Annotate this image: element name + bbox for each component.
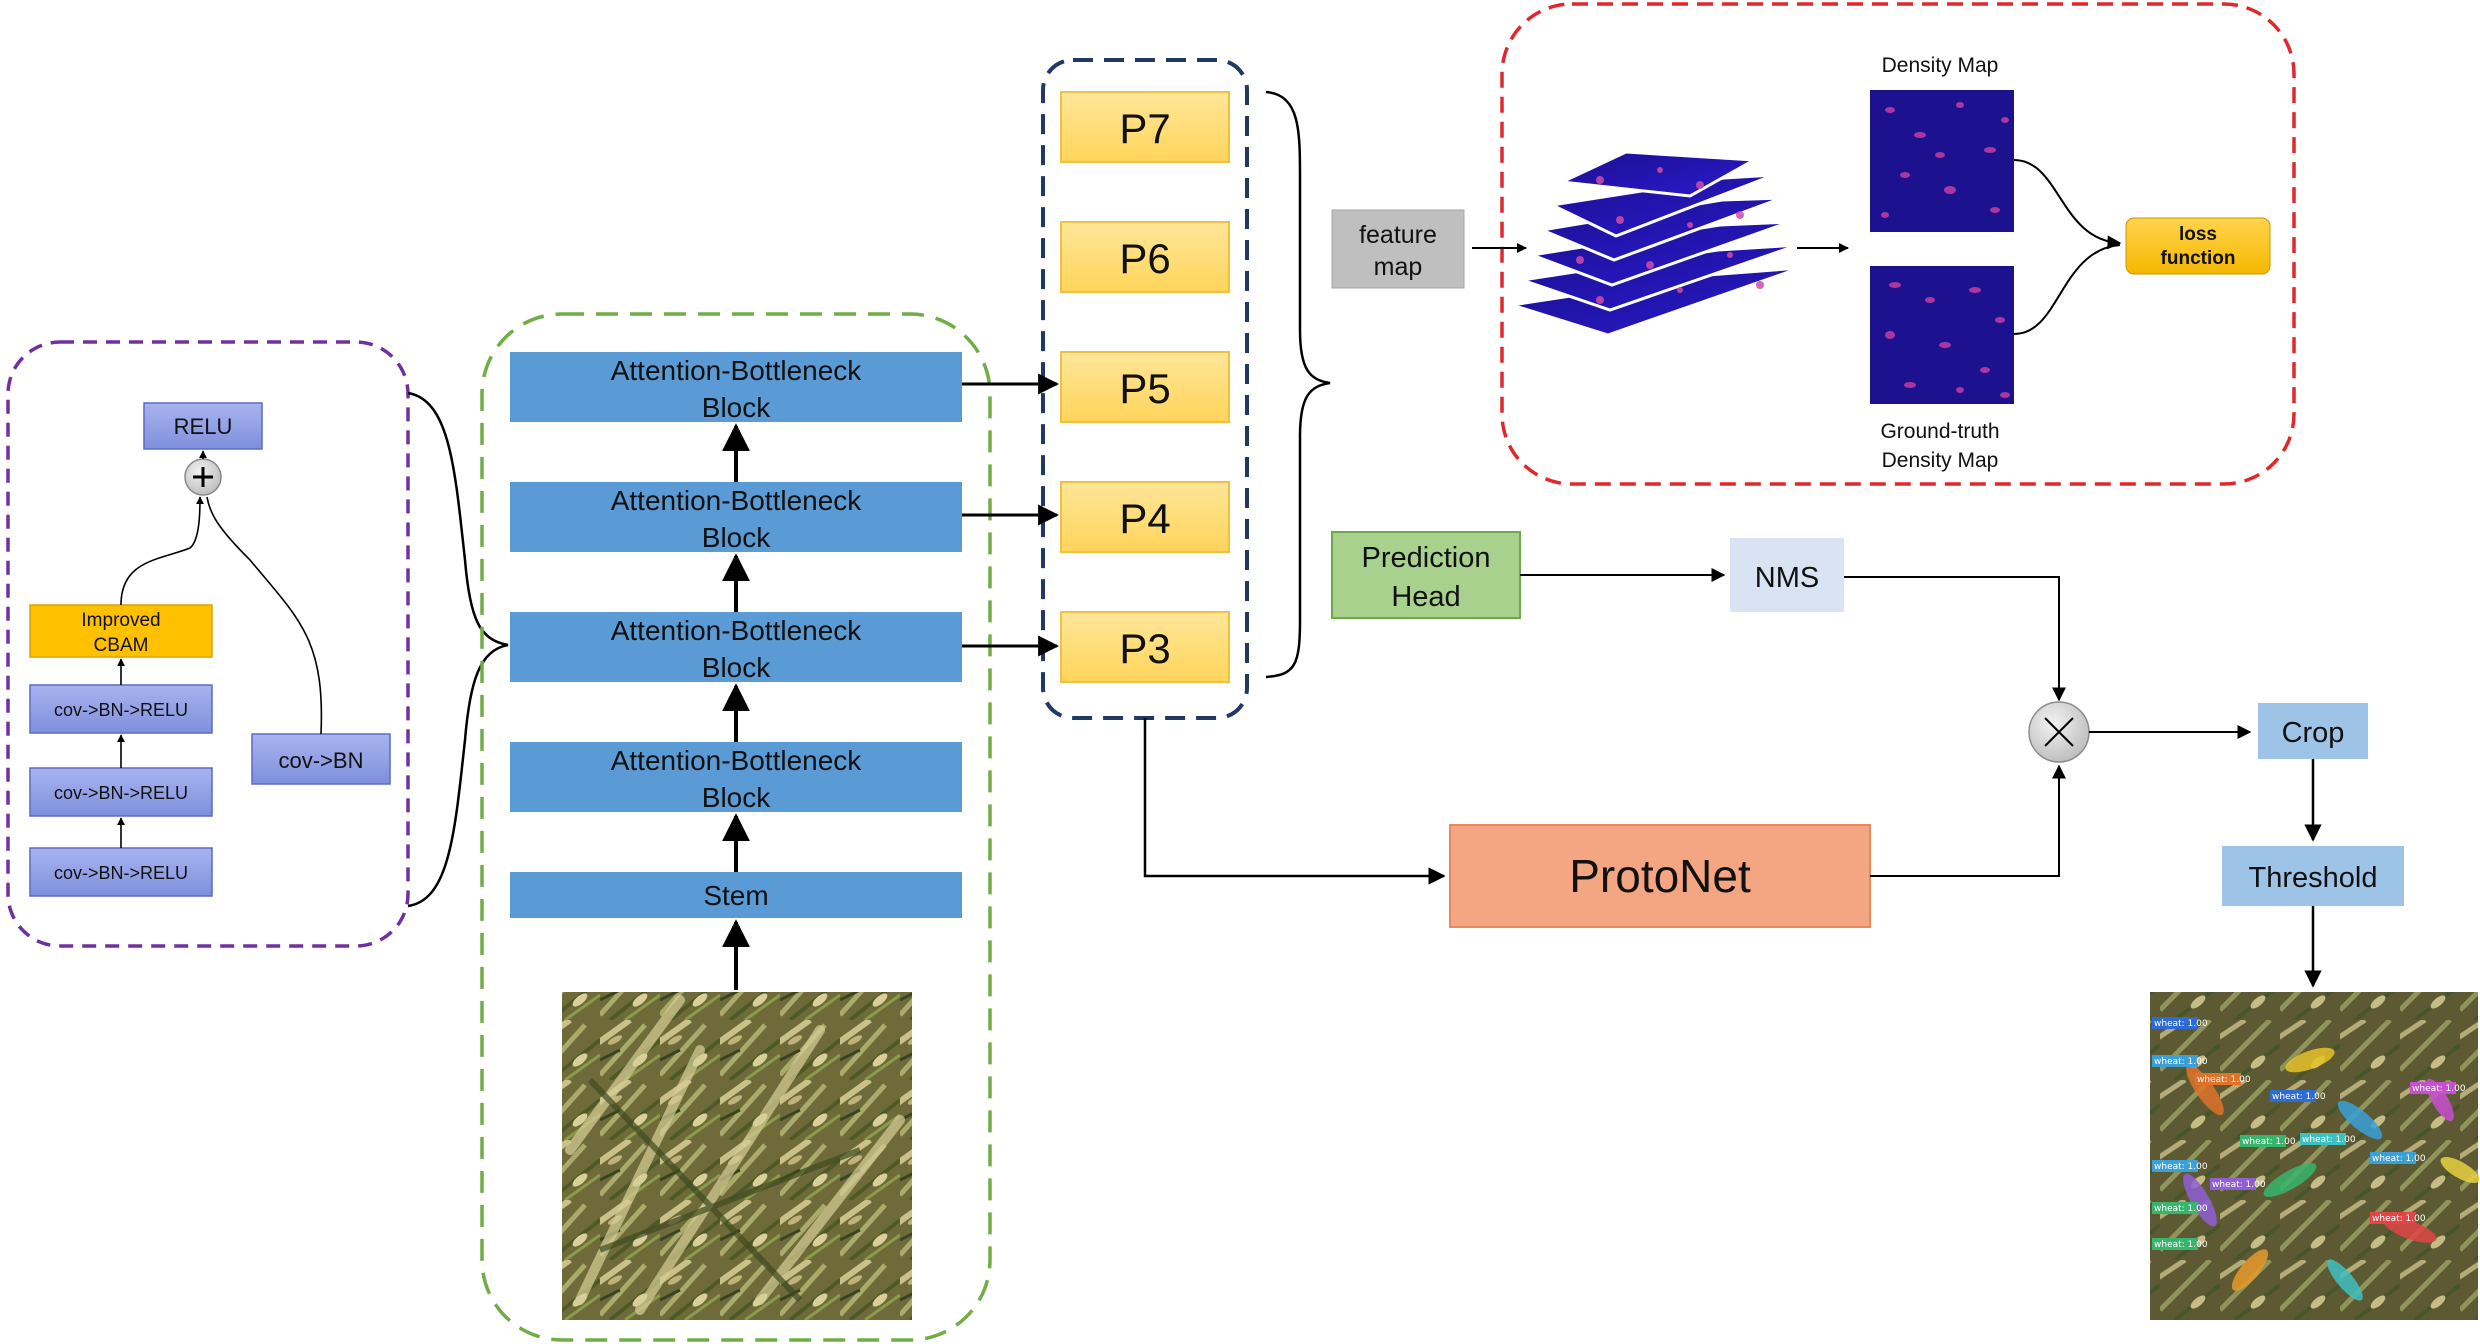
- pyramid-level-p7: P7: [1060, 91, 1230, 163]
- crop-box: Crop: [2258, 703, 2368, 759]
- pyramid-to-protonet-arrow: [1143, 718, 1446, 885]
- cbam-label-line2: CBAM: [94, 635, 149, 656]
- stem-block: Stem: [510, 872, 962, 918]
- block-label-line1: Attention-Bottleneck: [611, 355, 863, 386]
- detection-tag: wheat: 1.00: [2154, 1162, 2208, 1172]
- p3-label: P3: [1119, 625, 1170, 672]
- ground-truth-label-line1: Ground-truth: [1880, 420, 1999, 443]
- attention-bottleneck-block-3: Attention-Bottleneck Block: [510, 482, 962, 553]
- detection-tag: wheat: 1.00: [2212, 1180, 2266, 1190]
- conv-bn-box: cov->BN: [251, 733, 391, 785]
- conv-bn-relu-label: cov->BN->RELU: [54, 700, 188, 720]
- detection-tag: wheat: 1.00: [2154, 1057, 2208, 1067]
- loss-function-box: loss function: [2125, 217, 2271, 275]
- p7-label: P7: [1119, 105, 1170, 152]
- p5-label: P5: [1119, 365, 1170, 412]
- crop-label: Crop: [2282, 717, 2345, 749]
- input-wheat-image: [562, 992, 912, 1320]
- threshold-label: Threshold: [2249, 862, 2378, 894]
- protonet-box: ProtoNet: [1449, 824, 1871, 928]
- detection-tag: wheat: 1.00: [2302, 1135, 2356, 1145]
- block-label-line2: Block: [702, 522, 771, 553]
- feature-map-line1: feature: [1359, 221, 1437, 249]
- density-to-loss-curve: [2013, 159, 2122, 250]
- stem-label: Stem: [703, 880, 768, 911]
- block-label-line1: Attention-Bottleneck: [611, 615, 863, 646]
- pyramid-level-p4: P4: [1060, 481, 1230, 553]
- nms-label: NMS: [1755, 562, 1819, 594]
- threshold-box: Threshold: [2222, 846, 2404, 906]
- shortcut-to-add-curve: [206, 496, 323, 735]
- detection-tag: wheat: 1.00: [2154, 1019, 2208, 1029]
- detection-tag: wheat: 1.00: [2242, 1137, 2296, 1147]
- nms-box: NMS: [1730, 538, 1844, 612]
- conv-bn-label: cov->BN: [279, 748, 364, 773]
- conv-bn-relu-box-middle: cov->BN->RELU: [29, 767, 213, 817]
- attention-bottleneck-block-2: Attention-Bottleneck Block: [510, 612, 962, 683]
- ground-truth-label-line2: Density Map: [1882, 449, 1999, 472]
- density-map-image: [1870, 90, 2014, 232]
- attention-bottleneck-block-1: Attention-Bottleneck Block: [510, 742, 962, 813]
- cbam-to-add-curve: [120, 496, 204, 606]
- protonet-to-multiply-arrow: [1870, 764, 2066, 877]
- detection-tag: wheat: 1.00: [2372, 1154, 2426, 1164]
- multiply-node-icon: [2028, 701, 2090, 763]
- conv-bn-relu-box-top: cov->BN->RELU: [29, 684, 213, 734]
- block-label-line1: Attention-Bottleneck: [611, 745, 863, 776]
- prediction-head-line1: Prediction: [1362, 542, 1491, 574]
- protonet-label: ProtoNet: [1569, 850, 1751, 902]
- residual-brace: [407, 391, 509, 908]
- detection-tag: wheat: 1.00: [2197, 1075, 2251, 1085]
- relu-box: RELU: [143, 402, 263, 450]
- pyramid-brace: [1265, 90, 1331, 679]
- add-node-icon: [184, 458, 222, 496]
- backbone-frame: [480, 312, 992, 1342]
- ground-truth-to-loss-curve: [2013, 244, 2121, 335]
- conv-bn-relu-label: cov->BN->RELU: [54, 863, 188, 883]
- block-label-line2: Block: [702, 652, 771, 683]
- density-branch-frame: [1500, 2, 2296, 486]
- feature-map-box: feature map: [1331, 209, 1465, 289]
- p4-label: P4: [1119, 495, 1170, 542]
- detection-tag: wheat: 1.00: [2412, 1084, 2466, 1094]
- output-detection-image: wheat: 1.00 wheat: 1.00 wheat: 1.00 whea…: [2150, 992, 2480, 1320]
- feature-map-line2: map: [1374, 253, 1423, 281]
- pyramid-level-p6: P6: [1060, 221, 1230, 293]
- loss-label-line2: function: [2161, 248, 2236, 269]
- detection-tag: wheat: 1.00: [2372, 1214, 2426, 1224]
- detection-tag: wheat: 1.00: [2154, 1204, 2208, 1214]
- residual-block-frame: [6, 340, 410, 948]
- pyramid-level-p5: P5: [1060, 351, 1230, 423]
- p6-label: P6: [1119, 235, 1170, 282]
- conv-bn-relu-label: cov->BN->RELU: [54, 783, 188, 803]
- ground-truth-density-map-image: [1870, 266, 2014, 404]
- nms-to-multiply-arrow: [1844, 576, 2066, 702]
- detection-tag: wheat: 1.00: [2272, 1092, 2326, 1102]
- pyramid-level-p3: P3: [1060, 611, 1230, 683]
- attention-bottleneck-block-4: Attention-Bottleneck Block: [510, 352, 962, 423]
- loss-label-line1: loss: [2179, 224, 2217, 245]
- block-label-line1: Attention-Bottleneck: [611, 485, 863, 516]
- density-stack-icon: [1511, 150, 1801, 337]
- relu-label: RELU: [174, 414, 233, 439]
- block-label-line2: Block: [702, 782, 771, 813]
- improved-cbam-box: Improved CBAM: [29, 604, 213, 658]
- block-label-line2: Block: [702, 392, 771, 423]
- detection-tag: wheat: 1.00: [2154, 1240, 2208, 1250]
- cbam-label-line1: Improved: [81, 610, 160, 631]
- prediction-head-box: Prediction Head: [1331, 531, 1521, 619]
- prediction-head-line2: Head: [1391, 581, 1460, 613]
- conv-bn-relu-box-bottom: cov->BN->RELU: [29, 847, 213, 897]
- density-map-label: Density Map: [1882, 54, 1999, 77]
